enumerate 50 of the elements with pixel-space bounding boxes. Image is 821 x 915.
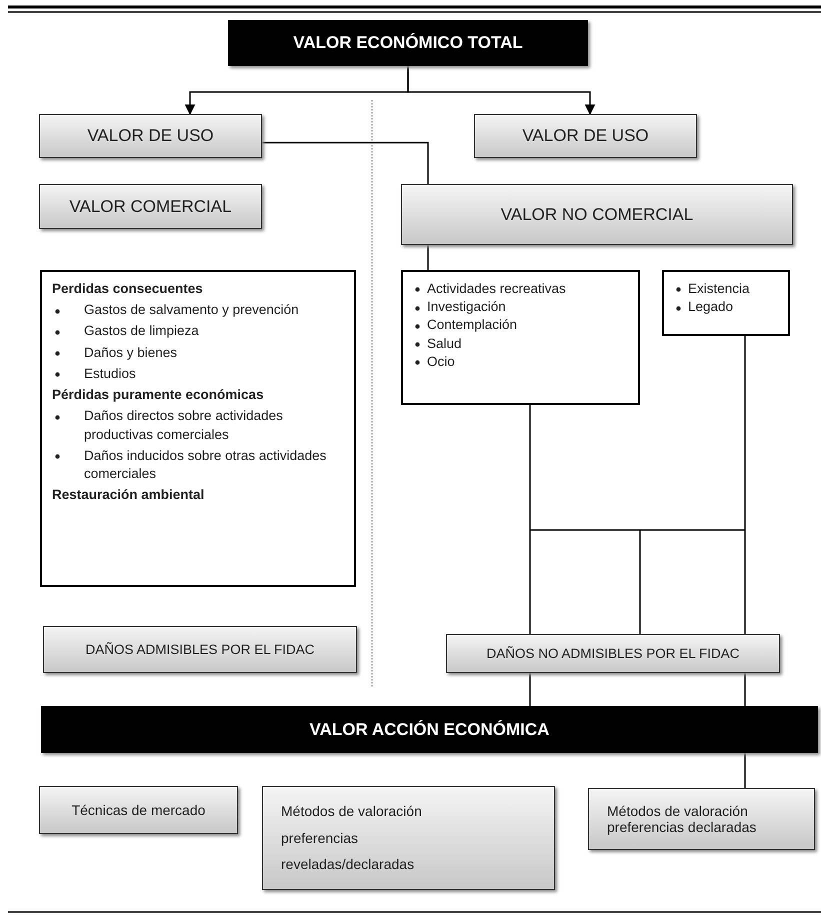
list-item: Existencia (674, 280, 778, 298)
list-item: Estudios (52, 364, 344, 384)
category-box (39, 786, 238, 834)
list-item: Ocio (413, 352, 628, 372)
category-box (588, 788, 815, 850)
connector-line (529, 405, 531, 634)
box-label: VALOR DE USO (522, 126, 649, 146)
list-item: Actividades recreativas (413, 280, 628, 298)
box-label: DAÑOS NO ADMISIBLES POR EL FIDAC (486, 646, 740, 661)
box-label: VALOR NO COMERCIAL (500, 204, 694, 224)
list-item: Daños directos sobre actividades productivas comerciales (52, 407, 344, 444)
arrow (407, 66, 596, 116)
connector-line (427, 245, 429, 270)
list-box (401, 270, 640, 405)
connector-line (744, 336, 746, 634)
list-heading: Pérdidas puramente económicas (52, 386, 265, 404)
connector-line (744, 753, 746, 788)
connector-line (744, 673, 746, 706)
category-box (262, 786, 555, 890)
box-label: VALOR COMERCIAL (69, 196, 232, 216)
list-box (40, 270, 356, 587)
category-box (474, 114, 697, 158)
connector-line (529, 529, 746, 635)
header-bar (228, 20, 588, 66)
box-label: Métodos de valoración preferencias reveladas/declaradas (281, 802, 423, 874)
category-box (39, 114, 262, 158)
box-label: Métodos de valoración preferencias declaradas (607, 803, 758, 835)
header-bar (41, 706, 818, 753)
category-box (43, 626, 357, 673)
connector-line (529, 673, 531, 706)
category-box (446, 634, 780, 673)
list-heading: Restauración ambiental (52, 486, 206, 504)
box-label: VALOR DE USO (87, 126, 214, 146)
list-item: Gastos de limpieza (52, 322, 344, 341)
list-item: Gastos de salvamento y prevención (52, 301, 344, 320)
list-item: Salud (413, 334, 628, 353)
list-item: Daños y bienes (52, 344, 344, 362)
list-box (662, 270, 790, 336)
category-box (39, 184, 262, 229)
box-label: VALOR ECONÓMICO TOTAL (293, 33, 523, 53)
list-item: Daños inducidos sobre otras actividades comerciales (52, 446, 344, 484)
connector-line (262, 142, 429, 184)
list-heading: Perdidas consecuentes (52, 280, 204, 298)
list-item: Investigación (413, 298, 628, 316)
list-item: Legado (674, 298, 778, 316)
category-box (401, 184, 793, 245)
box-label: VALOR ACCIÓN ECONÓMICA (310, 720, 550, 740)
box-label: Técnicas de mercado (72, 802, 206, 818)
list-item: Contemplación (413, 316, 628, 335)
box-label: DAÑOS ADMISIBLES POR EL FIDAC (85, 642, 315, 657)
